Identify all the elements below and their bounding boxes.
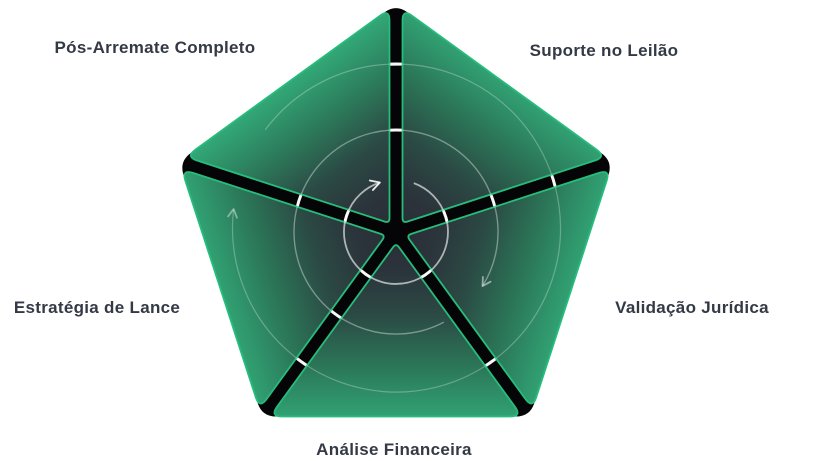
clockwise-arrow-icon-inner xyxy=(368,179,381,191)
segment-left xyxy=(183,171,385,405)
label-suporte-no-leilao: Suporte no Leilão xyxy=(529,41,679,60)
segment-top-right xyxy=(401,12,603,223)
clockwise-arrow-icon-middle xyxy=(481,276,492,288)
label-pos-arremate-completo: Pós-Arremate Completo xyxy=(54,38,256,57)
segment-bottom xyxy=(273,244,519,418)
clockwise-arrow-icon-outer xyxy=(227,208,238,219)
label-validacao-juridica: Validação Jurídica xyxy=(615,298,769,317)
segment-right xyxy=(407,171,609,405)
segment-top-left xyxy=(189,12,391,223)
label-analise-financeira: Análise Financeira xyxy=(316,440,472,459)
label-estrategia-de-lance: Estratégia de Lance xyxy=(13,298,181,317)
